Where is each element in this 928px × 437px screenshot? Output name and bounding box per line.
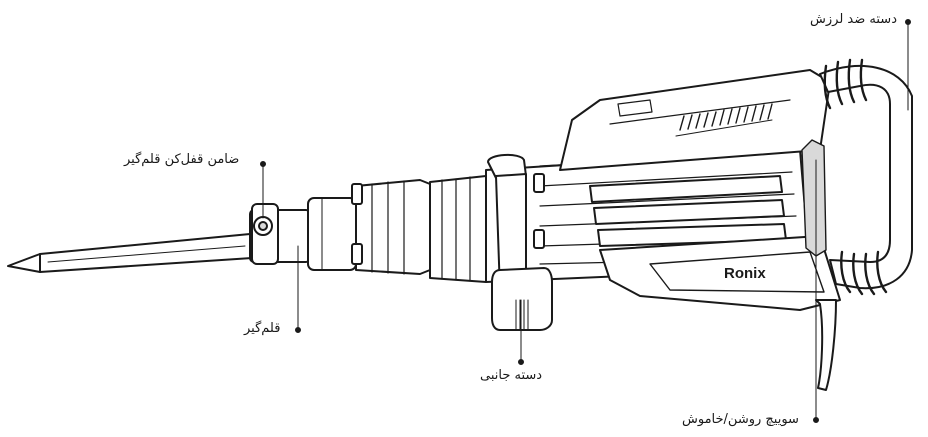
label-power-switch: سوییچ روشن/خاموش [682,412,799,427]
anti-vibration-grip-bottom [840,250,888,296]
dot-power-switch [813,417,819,423]
label-chisel-holder: قلم‌گیر [244,321,281,336]
front-housing [351,175,487,283]
dot-side-handle [518,359,524,365]
callout-lines [260,19,911,423]
dot-chisel-holder [295,327,301,333]
power-switch-part [801,139,827,257]
power-cord [815,299,837,391]
dot-chisel-lock [260,161,266,167]
dot-anti-vibration [905,19,911,25]
label-side-handle: دسته جانبی [480,368,543,383]
label-anti-vibration-handle: دسته ضد لرزش [810,12,897,27]
chisel-bit [7,233,253,273]
brand-logo: Ronix [724,265,766,282]
lower-body: Ronix [599,235,841,311]
anti-vibration-grip-top [823,58,868,110]
chisel-holder [249,203,311,265]
vent-slots [679,103,773,131]
rear-handle [801,58,913,296]
label-chisel-lock: ضامن قفل‌کن قلم‌گیر [124,152,240,167]
nose-cylinder [307,197,357,271]
top-housing [559,69,831,171]
